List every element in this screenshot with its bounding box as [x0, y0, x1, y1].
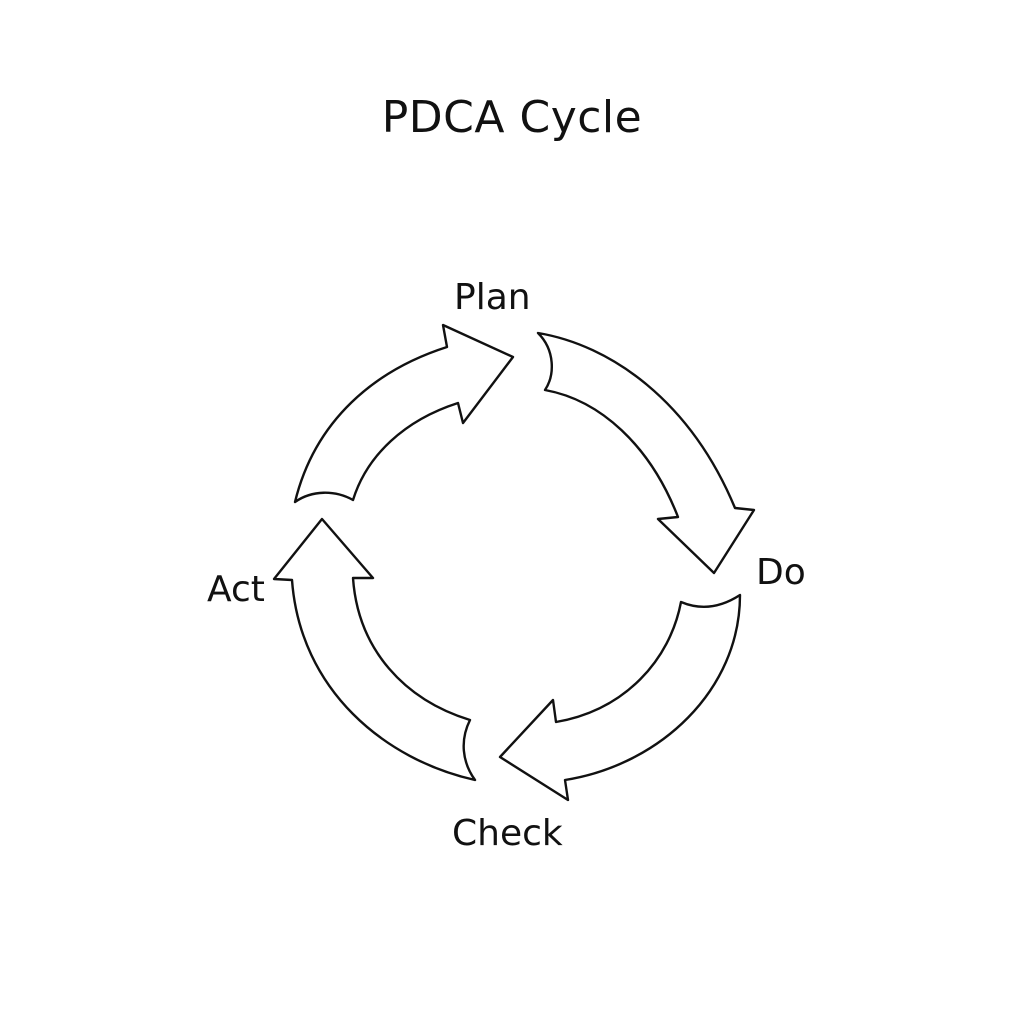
stage-label-act: Act: [207, 569, 265, 610]
arrow-plan-to-do: [536, 331, 756, 575]
diagram-title: PDCA Cycle: [381, 92, 643, 143]
arrow-act-to-plan: [293, 323, 515, 504]
stage-label-check: Check: [452, 813, 563, 854]
arrow-check-to-act: [272, 517, 477, 782]
arrow-do-to-check: [498, 593, 742, 802]
stage-label-plan: Plan: [454, 277, 531, 318]
stage-label-do: Do: [756, 552, 806, 593]
